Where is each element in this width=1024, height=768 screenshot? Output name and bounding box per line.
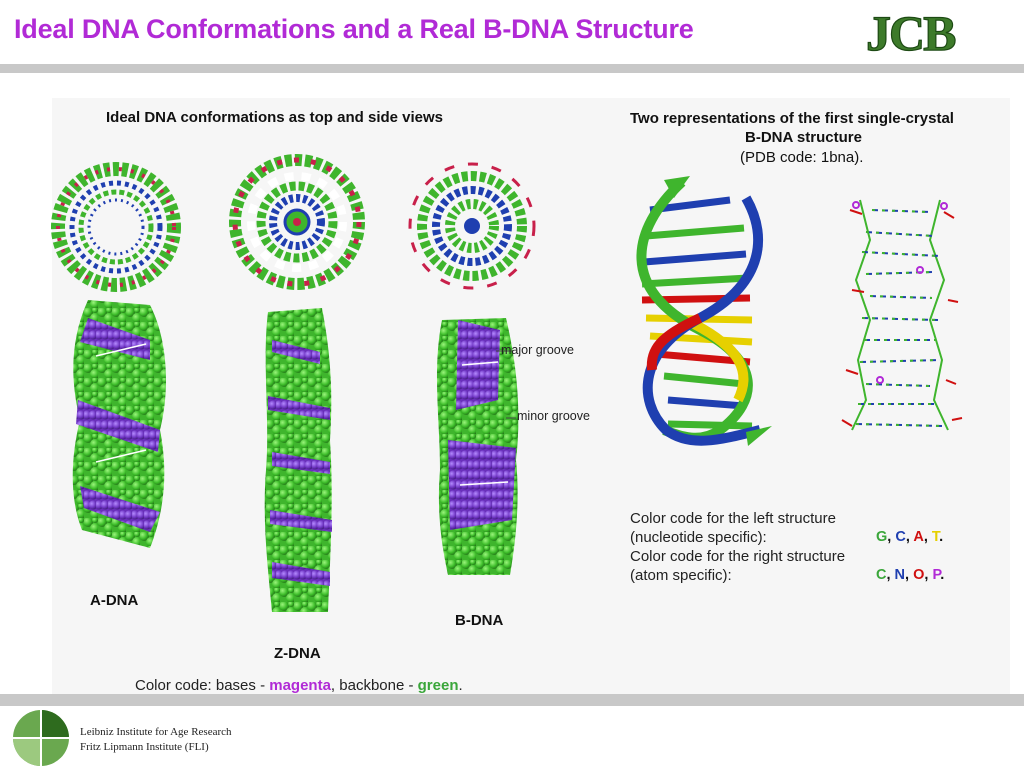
z-dna-label: Z-DNA [274,645,321,662]
left-heading: Ideal DNA conformations as top and side … [106,109,444,126]
letter-g: G [876,529,888,545]
nucleotide-letters: G, C, A, T. [876,529,944,545]
letter-atom-n: N [894,567,906,583]
fli-logo [13,710,69,766]
b-dna-label: B-DNA [455,612,504,629]
b-dna-top-view [408,162,536,290]
letter-atom-c: C [876,567,887,583]
right-color-code-line2: (nucleotide specific): [630,529,767,546]
right-heading-line1: Two representations of the first single-… [630,110,954,127]
a-dna-side-view [72,300,166,548]
color-code-middle: , backbone - [330,677,418,694]
right-heading-line3: (PDB code: 1bna). [740,149,864,166]
ribbon-b-dna [636,176,772,446]
color-code-prefix: Color code: bases - [135,677,270,694]
a-dna-label: A-DNA [90,592,139,609]
letter-atom-o: O [913,567,925,583]
major-groove-label: major groove [501,343,574,357]
jcb-logo: JCB [865,4,957,60]
z-dna-side-view [264,308,332,612]
a-dna-top-view [51,162,181,292]
stick-b-dna [841,199,963,431]
bottom-divider [0,694,1024,706]
color-code-suffix: . [458,677,463,694]
letter-t: T [931,529,940,545]
jcb-logo-text: JCB [866,5,955,60]
footer-institute-line2: Fritz Lipmann Institute (FLI) [80,741,209,753]
letter-a: A [913,529,924,545]
right-color-code-line1: Color code for the left structure [630,510,836,527]
right-color-code-line3: Color code for the right structure [630,548,846,565]
z-dna-top-view [229,154,365,290]
right-color-code-line4: (atom specific): [630,567,732,584]
minor-groove-label: minor groove [517,409,590,423]
letter-c: C [895,529,906,545]
footer-institute-line1: Leibniz Institute for Age Research [80,726,232,738]
slide-title: Ideal DNA Conformations and a Real B-DNA… [14,14,694,44]
color-code-bases: magenta [269,677,331,694]
atom-letters: C, N, O, P. [876,567,945,583]
letter-atom-p: P [932,567,941,583]
top-divider [0,64,1024,73]
left-color-code: Color code: bases - magenta, backbone - … [135,677,463,694]
right-heading-line2: B-DNA structure [745,129,862,146]
b-dna-side-view [436,318,519,575]
color-code-backbone: green [417,677,459,694]
content-panel [52,98,1010,694]
